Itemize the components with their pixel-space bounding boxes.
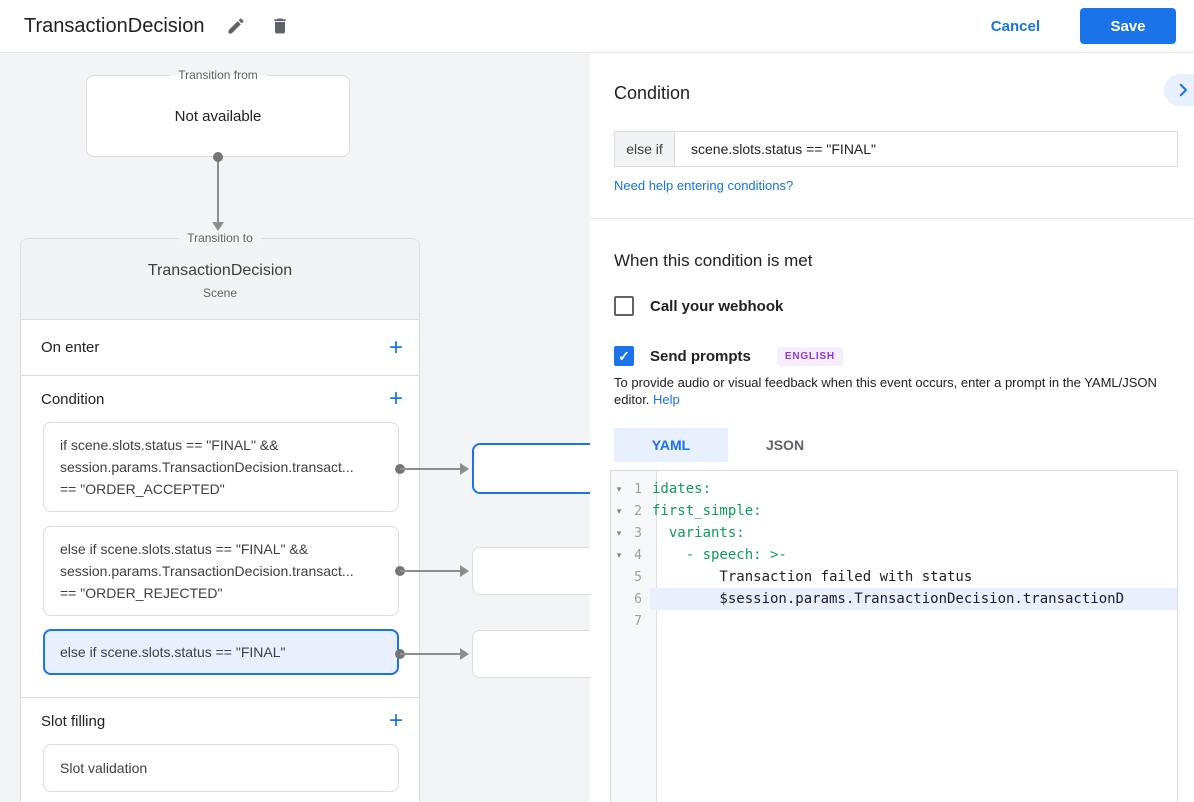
connector-line bbox=[217, 157, 219, 222]
chevron-right-icon bbox=[1179, 83, 1187, 97]
save-button[interactable]: Save bbox=[1080, 8, 1176, 44]
editor-tabs: YAML JSON bbox=[614, 428, 842, 462]
condition-expression-row: else if bbox=[614, 131, 1178, 167]
fold-arrow-icon[interactable]: ▾ bbox=[616, 527, 622, 538]
webhook-checkbox[interactable] bbox=[614, 296, 634, 316]
edit-icon[interactable] bbox=[224, 14, 248, 38]
code-line[interactable]: 5 Transaction failed with status bbox=[611, 566, 1177, 588]
when-condition-heading: When this condition is met bbox=[614, 251, 813, 270]
language-badge: ENGLISH bbox=[776, 346, 843, 366]
arrow-down-icon bbox=[212, 222, 224, 231]
code-text: $session.params.TransactionDecision.tran… bbox=[650, 588, 1177, 610]
connector-line bbox=[400, 570, 460, 572]
code-line[interactable]: ▾ 2 first_simple: bbox=[611, 500, 1177, 522]
help-link[interactable]: Help bbox=[653, 392, 680, 407]
line-number: 7 bbox=[634, 613, 642, 629]
on-enter-label: On enter bbox=[41, 339, 100, 356]
code-line[interactable]: 7 bbox=[611, 610, 1177, 632]
send-prompts-checkbox[interactable]: ✓ bbox=[614, 346, 634, 366]
webhook-label: Call your webhook bbox=[650, 297, 784, 315]
line-number: 3 bbox=[634, 525, 642, 541]
tab-yaml[interactable]: YAML bbox=[614, 428, 728, 462]
code-text: - speech: >- bbox=[652, 547, 787, 563]
arrow-right-icon bbox=[460, 565, 469, 577]
divider bbox=[590, 218, 1194, 219]
scene-card-header[interactable]: TransactionDecision Scene bbox=[21, 239, 419, 320]
arrow-right-icon bbox=[460, 648, 469, 660]
code-text: first_simple: bbox=[652, 503, 762, 519]
arrow-right-icon bbox=[460, 463, 469, 475]
connector-line bbox=[400, 653, 460, 655]
delete-icon[interactable] bbox=[268, 14, 292, 38]
code-line-highlighted[interactable]: 6 $session.params.TransactionDecision.tr… bbox=[611, 588, 1177, 610]
transition-from-legend: Transition from bbox=[178, 68, 258, 82]
condition-item-rejected[interactable]: else if scene.slots.status == "FINAL" &&… bbox=[43, 526, 399, 616]
webhook-row: Call your webhook bbox=[614, 296, 783, 316]
transition-from-value: Not available bbox=[174, 108, 262, 125]
topbar: TransactionDecision Cancel Save bbox=[0, 0, 1194, 53]
fold-arrow-icon[interactable]: ▾ bbox=[616, 483, 622, 494]
condition-help-link[interactable]: Need help entering conditions? bbox=[614, 178, 794, 193]
transition-target-node[interactable] bbox=[472, 547, 599, 595]
condition-section: Condition + if scene.slots.status == "FI… bbox=[21, 376, 419, 698]
condition-keyword-label: else if bbox=[615, 132, 675, 166]
code-text: Transaction failed with status bbox=[652, 569, 973, 585]
on-enter-row[interactable]: On enter + bbox=[21, 320, 419, 376]
code-line[interactable]: ▾ 3 variants: bbox=[611, 522, 1177, 544]
send-prompts-label: Send prompts bbox=[650, 347, 751, 365]
code-text: variants: bbox=[652, 525, 745, 541]
transition-from-node: Transition from Not available bbox=[86, 68, 350, 157]
slot-validation-item[interactable]: Slot validation bbox=[43, 744, 399, 792]
scene-subtitle: Scene bbox=[202, 286, 238, 300]
condition-section-label: Condition bbox=[41, 390, 105, 408]
slot-filling-label: Slot filling bbox=[41, 712, 106, 730]
cancel-button[interactable]: Cancel bbox=[990, 17, 1040, 35]
code-text bbox=[650, 610, 1177, 632]
line-number: 5 bbox=[634, 569, 642, 585]
add-slot-icon[interactable]: + bbox=[388, 707, 403, 734]
line-number: 6 bbox=[634, 591, 642, 607]
condition-expression-input[interactable] bbox=[675, 132, 1177, 166]
line-number: 2 bbox=[634, 503, 642, 519]
code-text: idates: bbox=[652, 481, 712, 497]
connector-line bbox=[400, 468, 460, 470]
fold-arrow-icon[interactable]: ▾ bbox=[616, 505, 622, 516]
editor-gutter bbox=[611, 471, 657, 802]
tab-json[interactable]: JSON bbox=[765, 437, 805, 453]
page-title: TransactionDecision bbox=[24, 14, 205, 37]
transition-target-node[interactable] bbox=[472, 630, 599, 678]
slot-filling-section: Slot filling + Slot validation bbox=[21, 698, 419, 792]
connector-dot bbox=[213, 152, 223, 162]
condition-item-final-selected[interactable]: else if scene.slots.status == "FINAL" bbox=[43, 629, 399, 675]
prompt-description: To provide audio or visual feedback when… bbox=[614, 374, 1180, 408]
prompt-description-text: To provide audio or visual feedback when… bbox=[614, 375, 1157, 407]
yaml-code-editor[interactable]: ▾ 1 idates: ▾ 2 first_simple: ▾ 3 varian… bbox=[610, 470, 1178, 802]
transition-target-node-selected[interactable] bbox=[472, 443, 599, 494]
transition-to-legend: Transition to bbox=[179, 231, 261, 245]
code-line[interactable]: ▾ 4 - speech: >- bbox=[611, 544, 1177, 566]
flow-canvas: Transition from Not available Transition… bbox=[0, 54, 599, 802]
scene-title: TransactionDecision bbox=[147, 262, 293, 279]
add-on-enter-icon[interactable]: + bbox=[388, 333, 403, 361]
send-prompts-row: ✓ Send prompts ENGLISH bbox=[614, 346, 843, 366]
condition-item-accepted[interactable]: if scene.slots.status == "FINAL" && sess… bbox=[43, 422, 399, 512]
add-condition-icon[interactable]: + bbox=[388, 385, 403, 412]
transition-to-card: Transition to TransactionDecision Scene … bbox=[20, 231, 420, 802]
fold-arrow-icon[interactable]: ▾ bbox=[616, 549, 622, 560]
line-number: 4 bbox=[634, 547, 642, 563]
line-number: 1 bbox=[634, 481, 642, 497]
code-line[interactable]: ▾ 1 idates: bbox=[611, 478, 1177, 500]
panel-heading: Condition bbox=[614, 83, 691, 103]
condition-detail-panel: Condition else if Need help entering con… bbox=[590, 54, 1194, 802]
collapse-panel-button[interactable] bbox=[1164, 74, 1194, 106]
